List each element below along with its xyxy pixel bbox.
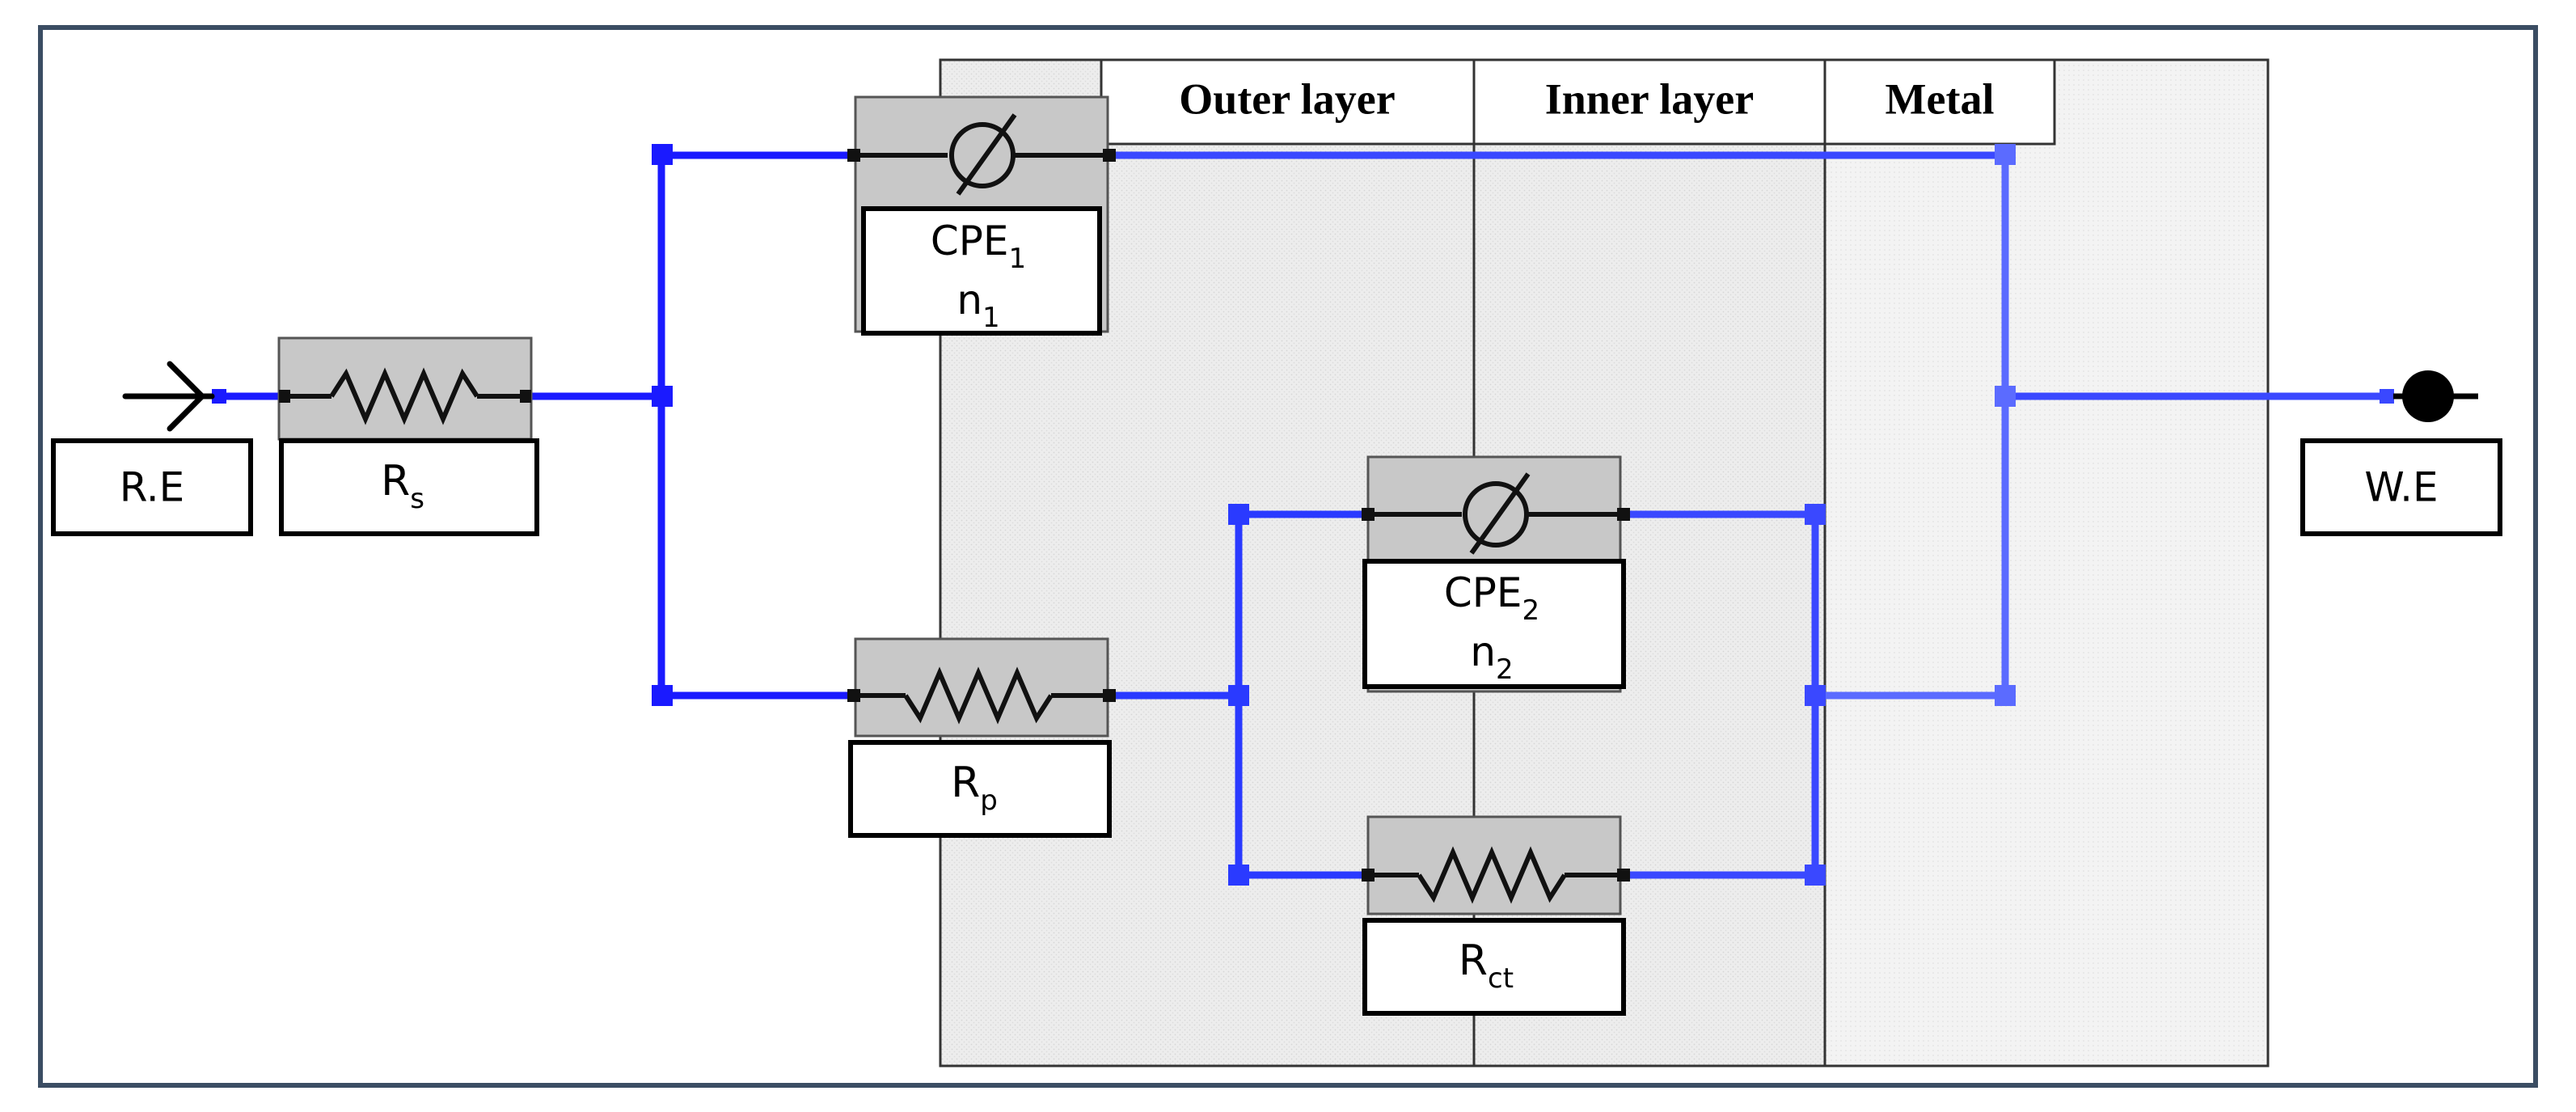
rs-component bbox=[277, 336, 533, 441]
node bbox=[652, 386, 673, 407]
node bbox=[1805, 685, 1826, 706]
rs-body bbox=[277, 336, 533, 441]
we-label-box bbox=[2300, 438, 2502, 536]
terminal bbox=[2380, 389, 2394, 404]
inner-layer-label: Inner layer bbox=[1545, 74, 1754, 123]
cpe2-label-box bbox=[1362, 559, 1626, 689]
rct-label-box bbox=[1362, 918, 1626, 1016]
working-electrode-dot-icon bbox=[2393, 370, 2478, 422]
node bbox=[1995, 685, 2016, 706]
re-label: R.E bbox=[120, 464, 184, 511]
cpe1-label: CPE1 bbox=[931, 218, 1026, 275]
metal-label: Metal bbox=[1886, 74, 1995, 123]
rs-label-base: R bbox=[381, 457, 410, 505]
cpe1-n-label: n1 bbox=[956, 277, 999, 334]
cpe2-n-label: n2 bbox=[1470, 628, 1513, 686]
cpe2-label-sub: 2 bbox=[1522, 594, 1540, 627]
node bbox=[1228, 865, 1249, 886]
node bbox=[1228, 685, 1249, 706]
cpe2-label-base: CPE bbox=[1444, 569, 1522, 616]
node bbox=[1805, 865, 1826, 886]
metal-region bbox=[1823, 58, 2270, 1068]
cpe1-label-box bbox=[861, 206, 1102, 336]
terminal bbox=[212, 389, 226, 404]
cpe-symbol-icon bbox=[1370, 472, 1621, 555]
resistor-zigzag-icon bbox=[1370, 846, 1621, 904]
metal-label-box bbox=[1823, 58, 2056, 146]
layer-header: Outer layer Inner layer Metal bbox=[1100, 58, 2056, 146]
rct-label: Rct bbox=[1459, 937, 1514, 995]
rp-label: Rp bbox=[951, 759, 998, 817]
reference-electrode-arrow-icon bbox=[122, 361, 215, 432]
component-labels: R.E Rs CPE1 n1 Rp CPE2 n2 Rct W.E bbox=[51, 206, 2502, 1016]
inner-layer-label-box bbox=[1472, 58, 1826, 146]
cpe2-n-sub: 2 bbox=[1496, 653, 1514, 686]
rct-label-base: R bbox=[1459, 937, 1488, 985]
rp-label-base: R bbox=[951, 759, 980, 807]
rct-body bbox=[1366, 815, 1622, 915]
cpe1-label-base: CPE bbox=[931, 218, 1009, 264]
rs-label-box bbox=[279, 438, 539, 536]
node bbox=[652, 685, 673, 706]
re-label-box bbox=[51, 438, 253, 536]
node bbox=[1995, 386, 2016, 407]
cpe2-label: CPE2 bbox=[1444, 569, 1539, 627]
outer-layer-label-box bbox=[1100, 58, 1476, 146]
outer-layer-label: Outer layer bbox=[1179, 74, 1395, 123]
rp-label-box bbox=[848, 740, 1112, 838]
rct-component bbox=[1362, 815, 1630, 915]
resistor-zigzag-icon bbox=[857, 666, 1109, 725]
junction-nodes bbox=[212, 144, 2394, 886]
rct-label-sub: ct bbox=[1488, 962, 1514, 995]
cpe-symbol-icon bbox=[857, 113, 1109, 196]
cpe1-n-sub: 1 bbox=[982, 302, 1000, 334]
rp-label-sub: p bbox=[980, 784, 998, 817]
cpe2-n-base: n bbox=[1470, 628, 1496, 675]
rp-body bbox=[854, 637, 1109, 738]
rs-label-sub: s bbox=[410, 483, 424, 515]
we-label: W.E bbox=[2364, 464, 2438, 511]
node bbox=[1805, 504, 1826, 525]
node bbox=[1228, 504, 1249, 525]
cpe1-n-base: n bbox=[956, 277, 982, 323]
rp-component bbox=[847, 637, 1116, 738]
node bbox=[1995, 144, 2016, 165]
cpe1-label-sub: 1 bbox=[1009, 243, 1027, 275]
rs-label: Rs bbox=[381, 457, 424, 515]
node bbox=[652, 144, 673, 165]
